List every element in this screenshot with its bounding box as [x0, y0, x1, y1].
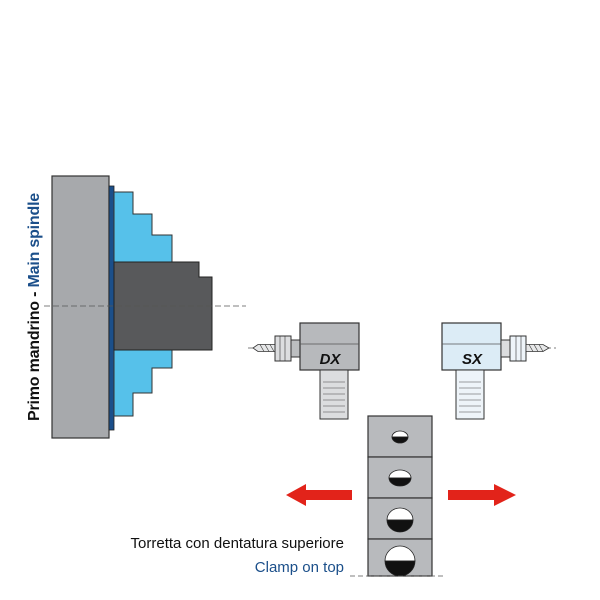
- collet-nut-dx: [274, 335, 292, 362]
- spindle-body: [51, 175, 110, 439]
- holder-dx-body: [299, 322, 360, 371]
- main-spindle: [44, 175, 246, 439]
- holder-sx-label: SX: [462, 351, 483, 368]
- main-spindle-label: Primo mandrino - Main spindle: [26, 193, 44, 421]
- holder-dx: DX: [248, 322, 360, 420]
- turret-caption-en: Clamp on top: [254, 559, 344, 576]
- right-arrow-icon: [448, 484, 516, 506]
- main-spindle-label-en: Main spindle: [26, 192, 43, 288]
- turret: [350, 415, 444, 577]
- holder-dx-label: DX: [320, 351, 342, 368]
- left-arrow-icon: [286, 484, 352, 506]
- holder-sx: SX: [441, 322, 556, 420]
- holder-sx-shank: [455, 369, 485, 420]
- collet-nut-sx: [509, 335, 527, 362]
- main-spindle-label-it: Primo mandrino: [26, 301, 43, 422]
- holder-dx-shank: [319, 369, 349, 420]
- holder-sx-body: [441, 322, 502, 371]
- chuck-jaw-upper: [113, 191, 173, 264]
- main-spindle-label-separator: -: [26, 287, 43, 302]
- turret-caption-it: Torretta con dentatura superiore: [130, 535, 344, 552]
- chuck-jaw-lower: [113, 349, 173, 417]
- spindle-flange: [108, 185, 115, 431]
